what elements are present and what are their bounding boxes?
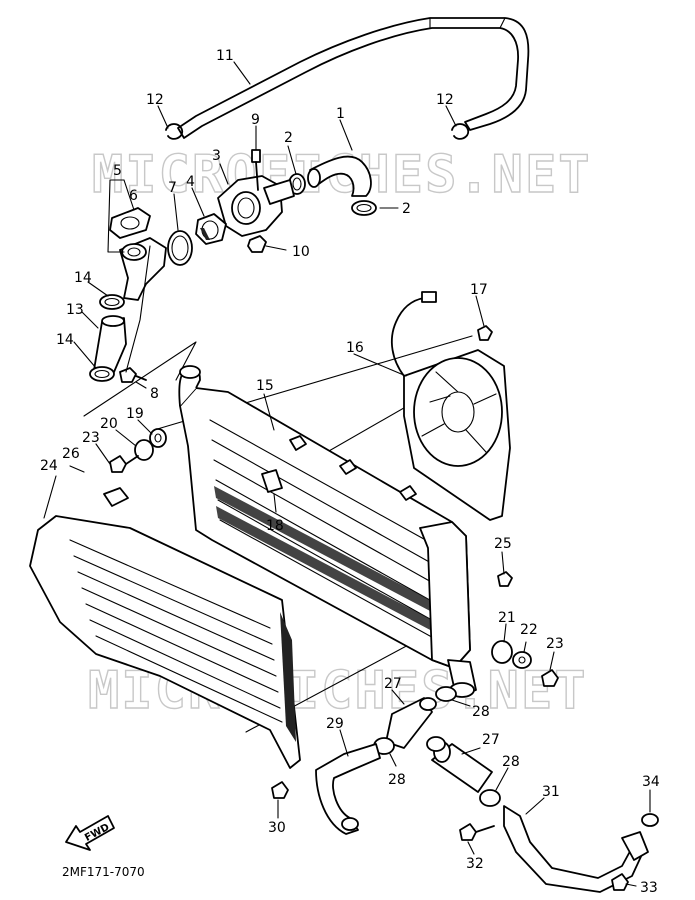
thermostat-cover xyxy=(217,175,295,237)
callout-31: 31 xyxy=(542,784,560,800)
callout-32: 32 xyxy=(466,856,484,872)
callout-14-upper: 14 xyxy=(74,270,92,286)
callout-14-lower: 14 xyxy=(56,332,74,348)
callout-13: 13 xyxy=(66,302,84,318)
hose-clamp-lower xyxy=(351,200,377,216)
diagram-code: 2MF171-7070 xyxy=(62,865,145,879)
elbow-hose xyxy=(307,155,372,197)
callout-34: 34 xyxy=(642,774,660,790)
leader-lines xyxy=(43,61,651,887)
bolt-33 xyxy=(611,873,629,891)
callout-21: 21 xyxy=(498,610,516,626)
bolt-8 xyxy=(119,367,147,383)
hose-clamp-28-right xyxy=(426,736,446,752)
o-ring xyxy=(167,230,193,266)
callout-33: 33 xyxy=(640,880,658,896)
radiator-cover xyxy=(29,515,301,769)
callout-28-middle: 28 xyxy=(388,772,406,788)
gasket xyxy=(109,207,151,239)
callout-labels: 1 2 2 3 4 5 6 7 8 9 10 11 12 12 13 14 14… xyxy=(40,48,660,896)
grommet-18 xyxy=(261,469,283,493)
grommet-26 xyxy=(103,487,129,507)
callout-6: 6 xyxy=(129,188,138,204)
callout-23-left: 23 xyxy=(82,430,100,446)
o-ring-34 xyxy=(641,813,659,827)
forward-arrow-icon: FWD xyxy=(65,815,115,851)
callout-19: 19 xyxy=(126,406,144,422)
callout-28-lower: 28 xyxy=(502,754,520,770)
callout-1: 1 xyxy=(336,106,345,122)
callout-11: 11 xyxy=(216,48,234,64)
callout-17: 17 xyxy=(470,282,488,298)
water-pipe-31 xyxy=(503,805,649,893)
grommet-21 xyxy=(491,640,513,664)
callout-25: 25 xyxy=(494,536,512,552)
callout-10: 10 xyxy=(292,244,310,260)
callout-20: 20 xyxy=(100,416,118,432)
callout-7: 7 xyxy=(168,180,177,196)
bolt-25 xyxy=(497,571,513,587)
callout-16: 16 xyxy=(346,340,364,356)
thermostat xyxy=(195,213,227,245)
callout-15: 15 xyxy=(256,378,274,394)
callout-18: 18 xyxy=(266,518,284,534)
callout-2-upper: 2 xyxy=(284,130,293,146)
callout-30: 30 xyxy=(268,820,286,836)
bolt-23-left xyxy=(109,455,139,473)
hose-clamp-14-upper xyxy=(99,294,125,310)
bolt-32 xyxy=(459,823,495,841)
callout-5: 5 xyxy=(113,163,122,179)
hose-clamp-28-lower xyxy=(479,789,501,807)
grommet-20 xyxy=(134,439,154,461)
callout-26: 26 xyxy=(62,446,80,462)
collar-22 xyxy=(512,651,532,669)
callout-24: 24 xyxy=(40,458,58,474)
callout-29: 29 xyxy=(326,716,344,732)
callout-9: 9 xyxy=(251,112,260,128)
short-hose-13 xyxy=(93,315,127,373)
hose-clamp-28-upper xyxy=(435,686,457,702)
callout-3: 3 xyxy=(212,148,221,164)
water-pipe-fitting xyxy=(119,237,167,301)
hose-clamp-14-lower xyxy=(89,366,115,382)
callout-27-upper: 27 xyxy=(384,676,402,692)
callout-12-left: 12 xyxy=(146,92,164,108)
callout-28-right: 28 xyxy=(472,704,490,720)
callout-12-right: 12 xyxy=(436,92,454,108)
watermark-top: MICROFICHES.NET xyxy=(92,145,592,205)
bolt-30 xyxy=(271,781,289,799)
hose-27-upper xyxy=(385,697,437,749)
hose-clip-right xyxy=(451,123,470,140)
callout-27-lower: 27 xyxy=(482,732,500,748)
bolt-17 xyxy=(477,325,493,341)
leader-5-8 xyxy=(125,245,151,373)
collar-19 xyxy=(149,428,167,448)
callout-4: 4 xyxy=(186,174,195,190)
callout-2-right: 2 xyxy=(402,201,411,217)
callout-23-right: 23 xyxy=(546,636,564,652)
water-pipe-29 xyxy=(315,743,381,835)
cooling-fan xyxy=(390,291,511,521)
callout-8: 8 xyxy=(150,386,159,402)
bolt-23-right xyxy=(541,669,559,687)
radiator xyxy=(178,365,477,698)
hose-clip-left xyxy=(165,123,184,140)
breather-hose xyxy=(177,17,530,139)
callout-22: 22 xyxy=(520,622,538,638)
nut-10 xyxy=(247,235,267,253)
